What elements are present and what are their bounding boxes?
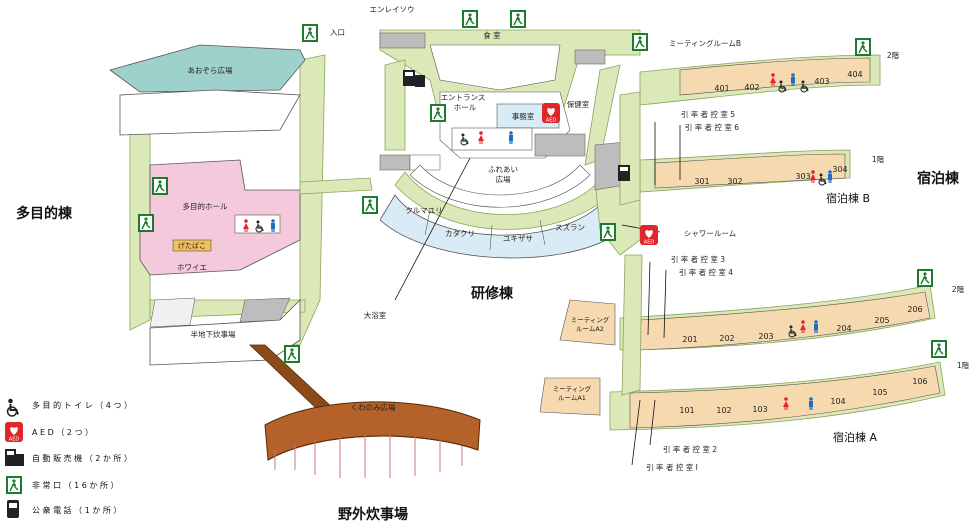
lodging-building-a [539, 254, 946, 431]
lodging-a-floor2: 2階 [952, 284, 965, 294]
room-104: 104 [830, 397, 845, 406]
outdoor-kitchen-label: 野外炊事場 [338, 506, 408, 521]
room-203: 203 [758, 332, 773, 341]
meeting-a2-label-2: ルームA2 [576, 325, 604, 333]
legend-aed-text: A E D （ 2 つ ） [32, 428, 93, 437]
room-suzuran: スズラン [555, 222, 585, 232]
multipurpose-building [109, 44, 373, 413]
meeting-room-a1[interactable] [539, 377, 601, 416]
legend-phone-text: 公 衆 電 話 （ 1 か 所 ） [32, 505, 121, 515]
kuwanomi-label: くわのみ広場 [351, 402, 396, 412]
room-205: 205 [874, 316, 889, 325]
room-yukizasa: ユキザサ [503, 234, 533, 243]
getabako-area [172, 239, 212, 252]
lodging-b-label: 宿泊棟 B [826, 191, 870, 205]
infirmary-label: 保健室 [567, 99, 590, 109]
leader-room-4: 引 率 者 控 室 4 [679, 267, 733, 277]
room-403: 403 [814, 77, 829, 86]
enreisou-label: エンレイソウ [370, 5, 415, 14]
room-103: 103 [752, 405, 767, 414]
lodging-a-label: 宿泊棟 A [833, 430, 877, 444]
vending-machines [403, 70, 630, 181]
cafeteria[interactable] [429, 44, 561, 91]
training-building-label: 研修棟 [471, 285, 514, 302]
room-105: 105 [872, 388, 887, 397]
meeting-a1-label-1: ミーティング [553, 384, 592, 393]
room-204: 204 [836, 324, 851, 333]
room-katakuri: カタクリ [445, 229, 475, 238]
meeting-a1-label-2: ルームA1 [558, 394, 586, 402]
room-106: 106 [912, 377, 927, 386]
room-402: 402 [744, 83, 759, 92]
meeting-room-a2[interactable] [559, 299, 616, 346]
meeting-a2-label-1: ミーティング [571, 315, 610, 324]
lodging-a-2f-rooms: 201 202 203 204 205 206 [682, 305, 922, 344]
multipurpose-building-label: 多目的棟 [16, 205, 73, 222]
room-301: 301 [694, 177, 709, 186]
wheelchair-icon [6, 397, 19, 417]
legend-wheelchair-text: 多 目 的 ト イ レ （ 4 つ ） [32, 400, 132, 410]
room-304: 304 [832, 165, 847, 174]
entrance-hall-label-2: ホール [454, 103, 477, 112]
aed-icon-lodging [640, 225, 658, 246]
basement-kitchen-label: 半地下炊事場 [191, 329, 236, 339]
lodging-b-floor2: 2階 [887, 50, 900, 60]
lodging-building-b [619, 54, 881, 206]
leader-room-5: 引 率 者 控 室 5 [681, 109, 735, 119]
room-102: 102 [716, 406, 731, 415]
entrance-label: 入口 [330, 28, 345, 37]
outdoor-kitchen[interactable] [264, 401, 481, 478]
lodging-building-label: 宿泊棟 [917, 170, 960, 187]
room-303: 303 [795, 172, 810, 181]
foyer-label: ホワイエ [177, 263, 207, 272]
room-302: 302 [727, 177, 742, 186]
room-202: 202 [719, 334, 734, 343]
aed-icon [5, 422, 23, 443]
fureai-plaza[interactable] [409, 164, 591, 208]
leader-room-2: 引 率 者 控 室 2 [663, 444, 717, 454]
vending-machine-icon [5, 449, 24, 466]
fureai-label-2: 広場 [496, 174, 511, 184]
aozora-plaza[interactable] [109, 44, 306, 93]
meeting-b-label: ミーティングルームB [669, 38, 741, 48]
aozora-plaza-label: あおぞら広場 [188, 65, 233, 75]
leader-room-6: 引 率 者 控 室 6 [685, 122, 739, 132]
legend-vending-text: 自 動 販 売 機 （ 2 か 所 ） [32, 453, 132, 463]
bath-label: 大浴室 [364, 310, 387, 320]
public-phone-icon [7, 500, 19, 518]
room-206: 206 [907, 305, 922, 314]
room-201: 201 [682, 335, 697, 344]
cafeteria-label: 食 室 [483, 30, 501, 40]
room-404: 404 [847, 70, 862, 79]
lodging-a-1f-rooms: 101 102 103 104 105 106 [679, 377, 927, 415]
room-kurumayuri: クルマユリ [405, 206, 442, 215]
leader-room-3: 引 率 者 控 室 3 [671, 254, 725, 264]
shower-label: シャワールーム [684, 229, 736, 238]
leader-lines [394, 122, 681, 466]
fureai-label-1: ふれあい [488, 165, 518, 174]
hall-label: 多目的ホール [183, 201, 228, 211]
room-401: 401 [714, 84, 729, 93]
legend-exit-text: 非 常 口 （ 1 6 か 所 ） [32, 480, 119, 490]
emergency-exit-icon [5, 475, 23, 495]
aed-icon-training [542, 103, 560, 124]
room-101: 101 [679, 406, 694, 415]
office-label: 事務室 [512, 111, 535, 121]
lodging-b-floor1: 1階 [872, 154, 885, 164]
legend: 多 目 的 ト イ レ （ 4 つ ） A E D （ 2 つ ） 自 動 販 … [5, 397, 132, 518]
getabako-label: げたばこ [178, 241, 206, 250]
leader-room-1: 引 率 者 控 室 I [646, 462, 698, 472]
entrance-hall-label-1: エントランス [441, 93, 486, 102]
lodging-a-floor1: 1階 [957, 360, 970, 370]
